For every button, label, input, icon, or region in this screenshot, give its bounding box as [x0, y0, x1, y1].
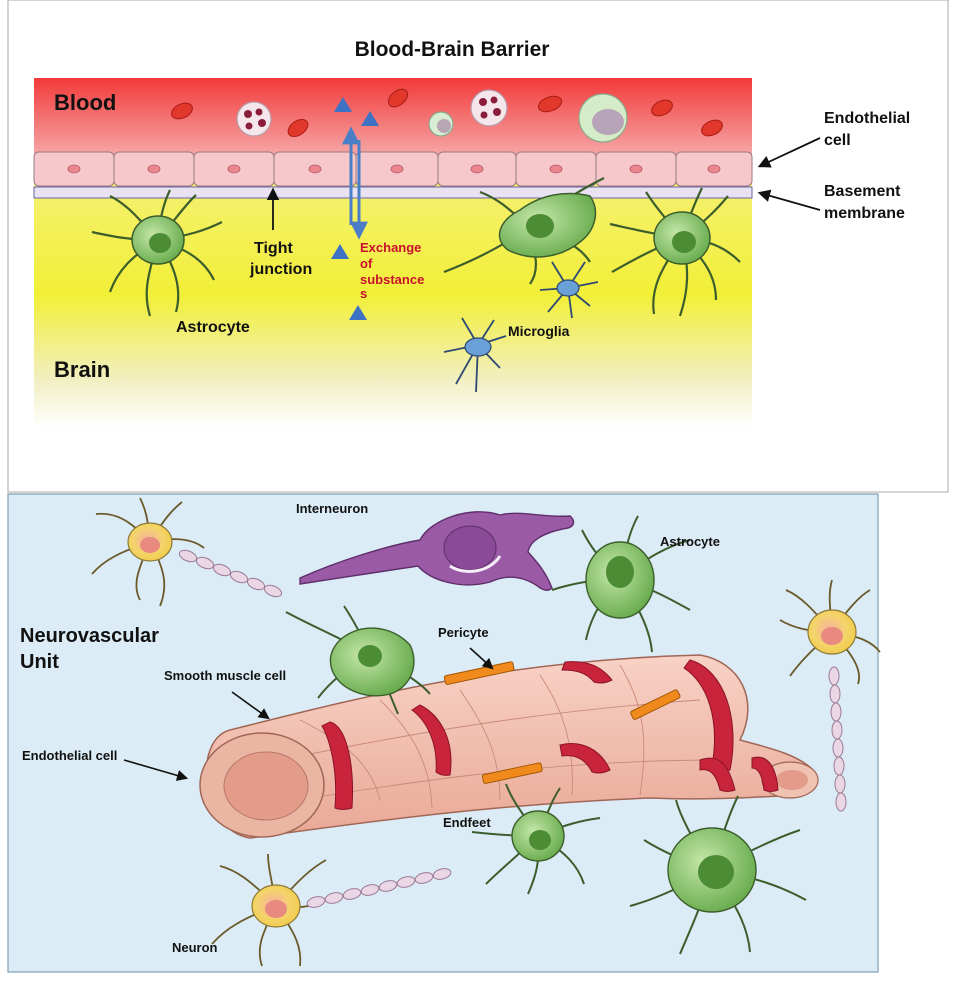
smooth-muscle-bands [321, 659, 779, 810]
pericytes [443, 661, 681, 784]
brain-label: Brain [54, 357, 110, 382]
neuron-top-left [91, 497, 205, 607]
microglia-lower [443, 317, 507, 393]
neuron-bottom-left [211, 853, 335, 967]
astrocyte-left [91, 189, 223, 317]
nvu-panel: Neurovascular Unit Interneuron [7, 493, 881, 973]
interneuron [299, 511, 575, 591]
bbb-panel: Blood-Brain Barrier Blood Brain [7, 0, 949, 493]
endothelial-arrow [757, 137, 821, 168]
pericyte-label: Pericyte [438, 625, 489, 640]
endothelial-nvu-label: Endothelial cell [22, 748, 117, 763]
exchange-arrows [342, 126, 368, 240]
microglia-upper [539, 261, 599, 319]
basement-arrow [757, 189, 821, 211]
endothelial-layer [33, 151, 753, 187]
smooth-muscle-label: Smooth muscle cell [164, 668, 286, 683]
astrocyte-right [609, 187, 741, 317]
astrocyte-nvu-lower [471, 783, 601, 895]
basement-label: Basement membrane [824, 183, 905, 222]
red-blood-cells [171, 88, 723, 138]
endothelial-label: Endothelial cell [824, 110, 915, 149]
exchange-label: Exchange of substance s [360, 240, 428, 301]
blood-label: Blood [54, 90, 116, 115]
astrocyte-nvu-bottom [629, 795, 807, 955]
endothelial-nvu-arrow [123, 759, 189, 781]
astrocyte-nvu-right [551, 515, 691, 653]
tight-junction-label: Tight junction [249, 240, 312, 278]
axon-top-left [178, 549, 283, 598]
basement-membrane [33, 186, 753, 199]
interneuron-label: Interneuron [296, 501, 368, 516]
bbb-title: Blood-Brain Barrier [355, 38, 550, 61]
substance-triangles [331, 97, 379, 320]
astrocyte-center [443, 177, 605, 285]
astrocyte-label: Astrocyte [176, 319, 250, 336]
astrocyte-nvu-left [285, 605, 431, 715]
astrocyte-nvu-label: Astrocyte [660, 534, 720, 549]
axon-bottom-left [306, 868, 452, 908]
nvu-title: Neurovascular Unit [20, 625, 165, 673]
neuron-label: Neuron [172, 940, 218, 955]
white-blood-cells [236, 89, 628, 143]
smooth-muscle-arrow [231, 691, 270, 720]
neuron-right [779, 579, 881, 685]
pericyte-arrow [469, 647, 494, 670]
microglia-label: Microglia [508, 323, 570, 339]
axon-right [828, 666, 847, 812]
endfeet-label: Endfeet [443, 815, 491, 830]
